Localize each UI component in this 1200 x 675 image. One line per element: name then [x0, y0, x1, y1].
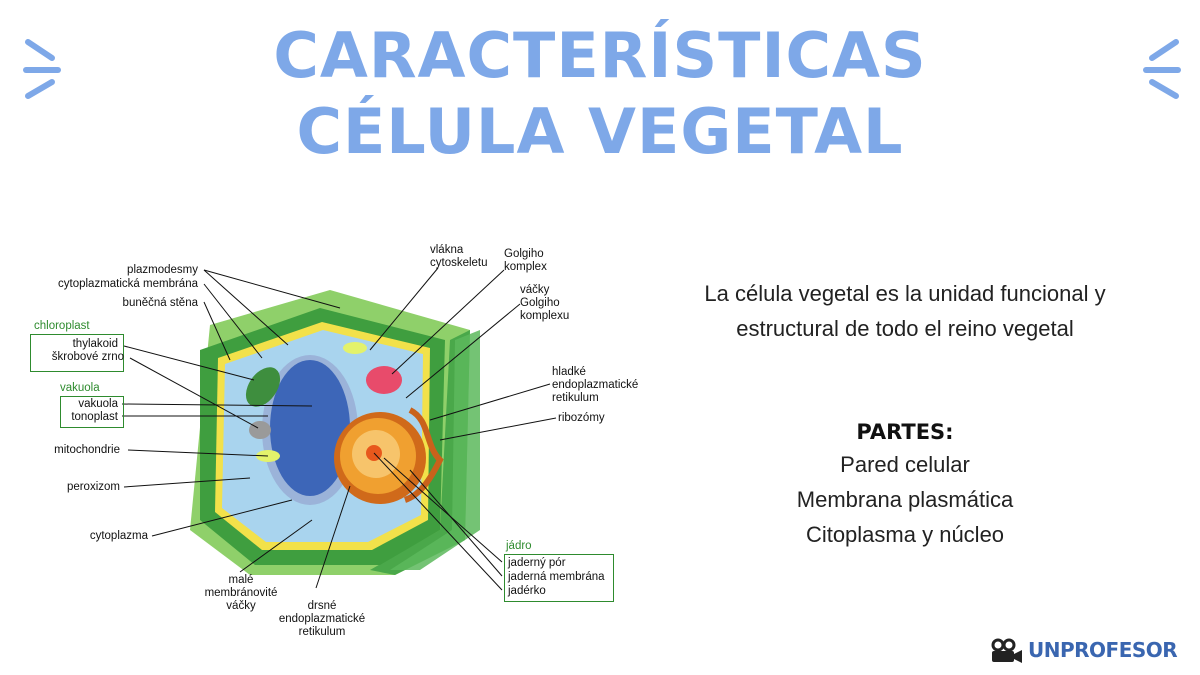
label-drsne-endoplazmaticke-retikulum: drsné endoplazmatické retikulum — [278, 600, 366, 638]
jadro-label-box — [504, 554, 614, 602]
label-vlakna-cytoskeletu: vlákna cytoskeletu — [430, 244, 488, 269]
part-item: Membrana plasmática — [796, 487, 1014, 512]
label-mitochondrie: mitochondrie — [54, 444, 120, 456]
label-tonoplast: tonoplast — [71, 411, 118, 423]
decorative-burst-right-icon — [1143, 39, 1181, 99]
label-thylakoid: thylakoid — [72, 338, 118, 350]
label-jaderko: jadérko — [508, 585, 546, 597]
label-vakuola-group: vakuola — [60, 382, 100, 394]
parts-heading: PARTES: — [856, 420, 954, 444]
chloroplast-label-box — [30, 334, 124, 372]
label-jaderna-membrana: jaderná membrána — [508, 571, 605, 583]
brand-logo: UNPROFESOR — [990, 636, 1180, 666]
title-line-1: CARACTERÍSTICAS — [273, 19, 927, 92]
plant-cell-illustration — [121, 267, 557, 591]
vakuola-label-box — [60, 396, 124, 428]
film-camera-icon — [991, 638, 1022, 663]
label-jaderny-por: jaderný pór — [508, 557, 566, 569]
label-vacky-golgiho-komplexu: váčky Golgiho komplexu — [520, 284, 570, 322]
label-plazmodesmy: plazmodesmy — [127, 264, 198, 276]
part-item: Citoplasma y núcleo — [805, 522, 1005, 547]
label-ribozomy: ribozómy — [558, 412, 605, 424]
label-jadro-group: jádro — [506, 540, 532, 552]
label-skrobove-zrno: škrobové zrno — [51, 351, 124, 363]
label-hladke-endoplazmaticke-retikulum: hladké endoplazmatické retikulum — [552, 366, 639, 404]
label-male-membranovite-vacky: malé membránovité váčky — [204, 574, 278, 612]
title-line-2: CÉLULA VEGETAL — [296, 95, 904, 168]
plant-cell-diagram: plazmodesmy cytoplazmatická membrána bun… — [0, 230, 680, 650]
label-chloroplast-group: chloroplast — [34, 320, 90, 332]
label-cytoplazmaticka-membrana: cytoplazmatická membrána — [58, 278, 198, 290]
page-title: CARACTERÍSTICAS CÉLULA VEGETAL — [0, 18, 1200, 170]
description-text: La célula vegetal es la unidad funcional… — [704, 281, 1106, 341]
brand-name: UNPROFESOR — [1028, 638, 1178, 662]
decorative-burst-left-icon — [23, 39, 61, 99]
label-golgiho-komplex: Golgiho komplex — [504, 248, 547, 273]
label-bunecna-stena: buněčná stěna — [122, 297, 198, 309]
label-cytoplazma: cytoplazma — [89, 530, 148, 542]
label-peroxizom: peroxizom — [66, 481, 120, 493]
part-item: Pared celular — [840, 452, 970, 477]
label-vakuola: vakuola — [78, 398, 118, 410]
